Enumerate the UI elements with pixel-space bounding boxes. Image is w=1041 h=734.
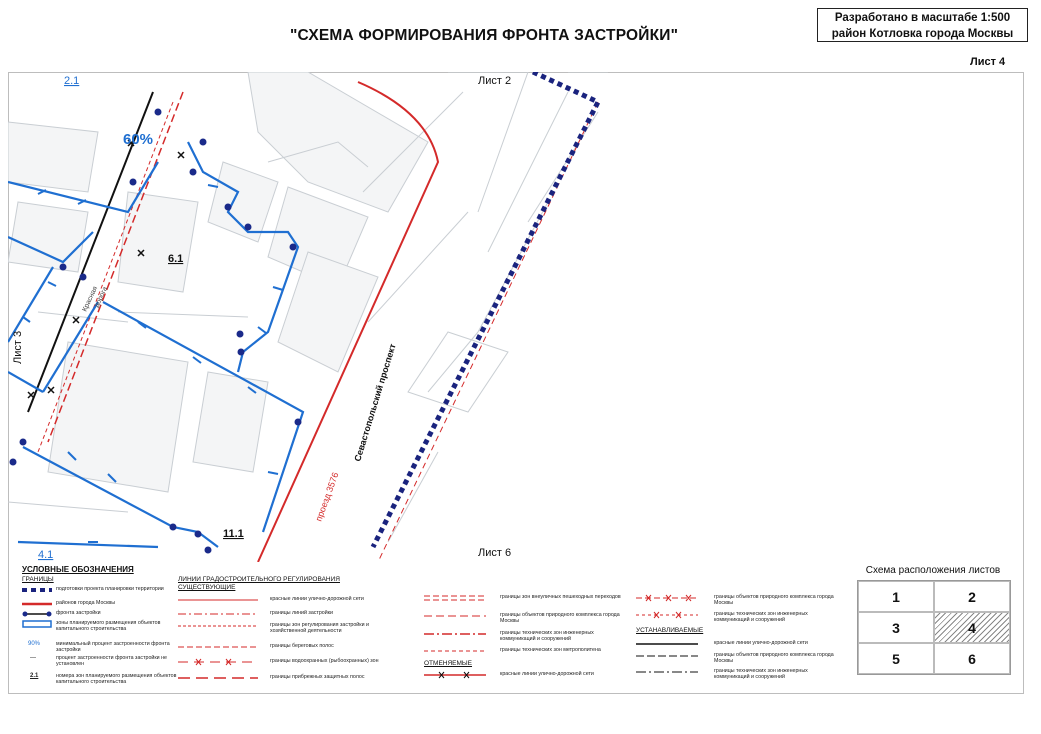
- dashed-symbol: [424, 650, 486, 652]
- legend-item: 90% минимальный процент застроенности фр…: [28, 641, 170, 653]
- sheet-layout: Схема расположения листов 1 2 3 4 5 6: [853, 565, 1013, 675]
- black-dash-symbol: [636, 671, 698, 673]
- cross-dash-symbol: [636, 611, 698, 619]
- legend-established-head: УСТАНАВЛИВАЕМЫЕ: [636, 627, 704, 634]
- scale-box: Разработано в масштабе 1:500 район Котло…: [817, 8, 1028, 42]
- legend-item: 2.1 номера зон планируемого размещения о…: [30, 673, 177, 685]
- cross-dash-symbol: [178, 658, 258, 666]
- zone-label-11-1: 11.1: [223, 528, 244, 540]
- legend-item: границы зон регулирования застройки и хо…: [178, 622, 418, 636]
- sheet-cell-2[interactable]: 2: [934, 581, 1010, 612]
- map-canvas[interactable]: 2.1 6.1 11.1 4.1 60% Лист 2 Лист 6 Лист …: [8, 72, 1024, 562]
- sheet-cell-6[interactable]: 6: [934, 643, 1010, 674]
- legend-item: подготовки проекта планировки территории: [22, 586, 182, 596]
- legend-item: границы зон внеуличных пешеходных перехо…: [424, 594, 634, 608]
- legend-borders-head: ГРАНИЦЫ: [22, 576, 54, 583]
- red-dashed-line: [47, 91, 184, 443]
- zone-label-6-1: 6.1: [168, 253, 183, 265]
- cross-line-symbol: [424, 671, 486, 679]
- black-line: [27, 91, 154, 413]
- legend-item: районов города Москвы: [22, 600, 182, 610]
- legend-item: границы технических зон инженерных комму…: [424, 630, 634, 644]
- neighbor-sheet-top: Лист 2: [478, 75, 511, 87]
- black-line-symbol: [636, 643, 698, 645]
- sheet-cell-4-current[interactable]: 4: [934, 612, 1010, 643]
- sheet-number: Лист 4: [970, 56, 1006, 68]
- black-dash-symbol: [636, 655, 698, 657]
- passage-label: проезд 3576: [313, 471, 340, 523]
- legend-item: красные линии улично-дорожной сети: [178, 596, 418, 606]
- red-line-symbol: [178, 599, 258, 601]
- zone-label-4-1: 4.1: [38, 549, 53, 561]
- legend-item: границы объектов природного комплекса го…: [636, 652, 846, 666]
- district-line: район Котловка города Москвы: [831, 28, 1014, 40]
- legend-cancelled-head: ОТМЕНЯЕМЫЕ: [424, 660, 473, 667]
- neighbor-sheet-left: Лист 3: [12, 331, 24, 364]
- page-title: "СХЕМА ФОРМИРОВАНИЯ ФРОНТА ЗАСТРОЙКИ": [290, 27, 679, 44]
- sheet-cell-3[interactable]: 3: [858, 612, 934, 643]
- legend-title: УСЛОВНЫЕ ОБОЗНАЧЕНИЯ: [22, 565, 134, 574]
- legend-item: красные линии улично-дорожной сети: [424, 671, 634, 681]
- red-line-symbol: [22, 602, 52, 606]
- dashed-symbol: [424, 615, 486, 617]
- sheet-cell-1[interactable]: 1: [858, 581, 934, 612]
- navy-dash-symbol: [22, 588, 52, 592]
- legend-item: границы технических зон метрополитена: [424, 647, 634, 657]
- legend-lines-head: ЛИНИИ ГРАДОСТРОИТЕЛЬНОГО РЕГУЛИРОВАНИЯ: [178, 576, 340, 583]
- zone-boundaries: [8, 141, 305, 549]
- legend-item: фронта застройки: [22, 610, 182, 620]
- cross-markers: [27, 139, 185, 399]
- scale-line: Разработано в масштабе 1:500: [834, 12, 1011, 24]
- zone-symbol: [22, 620, 52, 628]
- zone-label-2-1: 2.1: [64, 75, 79, 87]
- legend-item: границы прибрежных защитных полос: [178, 674, 418, 684]
- legend-item: границы объектов природного комплекса го…: [424, 612, 634, 626]
- base-map: [8, 72, 608, 543]
- dashed-symbol: [178, 677, 258, 679]
- legend-existing-head: СУЩЕСТВУЮЩИЕ: [178, 584, 236, 591]
- zone-ticks: [22, 184, 284, 543]
- sheet-layout-title: Схема расположения листов: [865, 565, 1001, 576]
- legend-item: — процент застроенности фронта застройки…: [30, 655, 167, 667]
- street-label: Севастопольский проспект: [352, 342, 398, 463]
- dashed-symbol: [178, 613, 258, 615]
- neighbor-sheet-bottom: Лист 6: [478, 547, 511, 559]
- sheet-cell-5[interactable]: 5: [858, 643, 934, 674]
- legend-item: границы линий застройки: [178, 610, 418, 620]
- red-line-street: [257, 81, 440, 562]
- front-symbol: [22, 611, 52, 617]
- dashed-symbol: [178, 625, 258, 627]
- legend-item: зоны планируемого размещения объектов ка…: [22, 620, 182, 634]
- front-markers: [9, 108, 302, 554]
- dashed-symbol: [424, 595, 486, 601]
- sheet-grid: 1 2 3 4 5 6: [857, 580, 1011, 675]
- cross-dash-symbol: [636, 594, 698, 602]
- legend-item: границы технических зон инженерных комму…: [636, 668, 846, 682]
- legend-item: границы водоохранных (рыбоохранных) зон: [178, 658, 418, 668]
- legend-item: границы технических зон инженерных комму…: [636, 611, 846, 625]
- dashed-symbol: [424, 633, 486, 635]
- dashed-symbol: [178, 646, 258, 648]
- front-percent: 60%: [123, 131, 153, 148]
- legend-item: красные линии улично-дорожной сети: [636, 640, 846, 650]
- legend-item: границы береговых полос: [178, 643, 418, 653]
- legend-item: границы объектов природного комплекса го…: [636, 594, 846, 608]
